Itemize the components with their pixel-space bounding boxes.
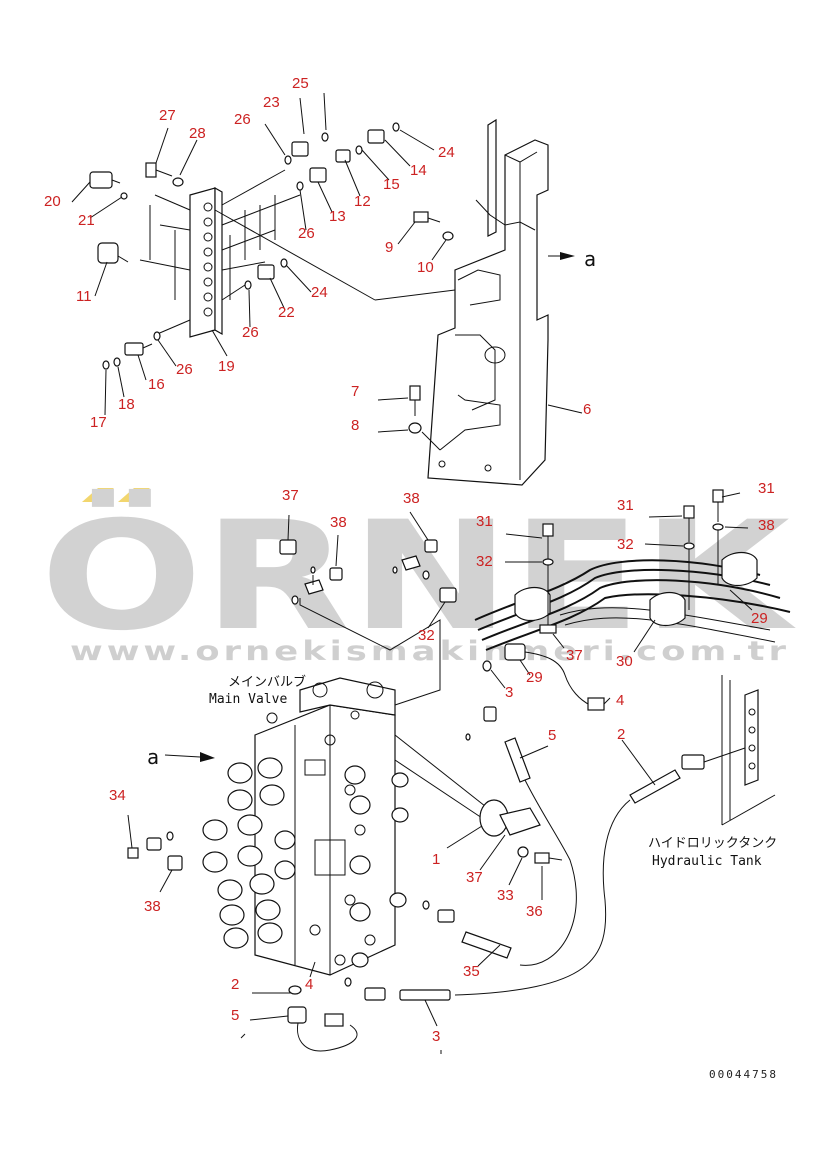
callout-number: 5 (548, 727, 556, 744)
watermark-accent-right (118, 488, 150, 502)
callout-number: 31 (476, 513, 493, 530)
callout-number: 38 (330, 514, 347, 531)
callout-number: 20 (44, 193, 61, 210)
callout-number: 37 (466, 869, 483, 886)
callout-number: 32 (418, 627, 435, 644)
callout-number: 31 (758, 480, 775, 497)
callout-number: 32 (617, 536, 634, 553)
callout-number: 16 (148, 376, 165, 393)
callout-number: 21 (78, 212, 95, 229)
callout-number: 29 (751, 610, 768, 627)
callout-number: 9 (385, 239, 393, 256)
text-labels: メインバルブ Main Valve ハイドロリックタンク Hydraulic T… (147, 247, 778, 1081)
callout-number: 13 (329, 208, 346, 225)
sensor-hose-group (127, 643, 776, 1052)
callout-number: 37 (566, 647, 583, 664)
main-valve-label-jp: メインバルブ (228, 674, 306, 690)
view-arrow-label-left: a (147, 745, 159, 769)
callout-number: 2 (617, 726, 625, 743)
watermark-url: www.ornekismakinmeri.com.tr (70, 636, 790, 667)
callout-number: 18 (118, 396, 135, 413)
callout-number: 26 (298, 225, 315, 242)
watermark: ÖRNEK www.ornekismakinmeri.com.tr (40, 488, 796, 667)
callout-number: 2 (231, 976, 239, 993)
callout-number: 3 (505, 684, 513, 701)
callout-number: 10 (417, 259, 434, 276)
callout-numbers: 25 23 26 27 28 24 14 15 12 20 21 13 26 9… (44, 75, 775, 1045)
watermark-accent-left (82, 488, 114, 502)
callout-number: 38 (144, 898, 161, 915)
drawing-code: 00044758 (709, 1068, 778, 1081)
main-valve-label-en: Main Valve (209, 692, 287, 707)
callout-number: 26 (234, 111, 251, 128)
callout-number: 33 (497, 887, 514, 904)
callout-number: 4 (616, 692, 624, 709)
callout-number: 3 (432, 1028, 440, 1045)
callout-number: 26 (242, 324, 259, 341)
leader-lines (71, 92, 753, 1054)
callout-number: 23 (263, 94, 280, 111)
hydraulic-tank-label-jp: ハイドロリックタンク (648, 836, 777, 851)
callout-number: 5 (231, 1007, 239, 1024)
callout-number: 35 (463, 963, 480, 980)
callout-number: 34 (109, 787, 126, 804)
callout-number: 6 (583, 401, 591, 418)
view-arrow-label-top: a (584, 247, 596, 271)
callout-number: 19 (218, 358, 235, 375)
main-valve-body (164, 677, 491, 976)
manifold-block (89, 122, 456, 370)
callout-number: 25 (292, 75, 309, 92)
callout-number: 22 (278, 304, 295, 321)
hydraulic-tank-label-en: Hydraulic Tank (652, 854, 762, 869)
callout-number: 32 (476, 553, 493, 570)
callout-number: 30 (616, 653, 633, 670)
callout-number: 38 (403, 490, 420, 507)
callout-number: 15 (383, 176, 400, 193)
callout-number: 24 (438, 144, 455, 161)
watermark-brand: ÖRNEK (40, 488, 796, 664)
callout-number: 11 (76, 288, 92, 305)
bracket-frame (408, 118, 575, 486)
callout-number: 38 (758, 517, 775, 534)
callout-number: 12 (354, 193, 371, 210)
callout-number: 4 (305, 976, 313, 993)
callout-number: 36 (526, 903, 543, 920)
callout-number: 14 (410, 162, 427, 179)
callout-number: 27 (159, 107, 176, 124)
callout-number: 7 (351, 383, 359, 400)
callout-number: 29 (526, 669, 543, 686)
callout-number: 28 (189, 125, 206, 142)
callout-number: 26 (176, 361, 193, 378)
callout-number: 8 (351, 417, 359, 434)
wire-harness (474, 489, 791, 651)
callout-number: 31 (617, 497, 634, 514)
callout-number: 1 (432, 851, 440, 868)
callout-number: 24 (311, 284, 328, 301)
callout-number: 17 (90, 414, 107, 431)
callout-number: 37 (282, 487, 299, 504)
pilot-piping (279, 539, 457, 706)
